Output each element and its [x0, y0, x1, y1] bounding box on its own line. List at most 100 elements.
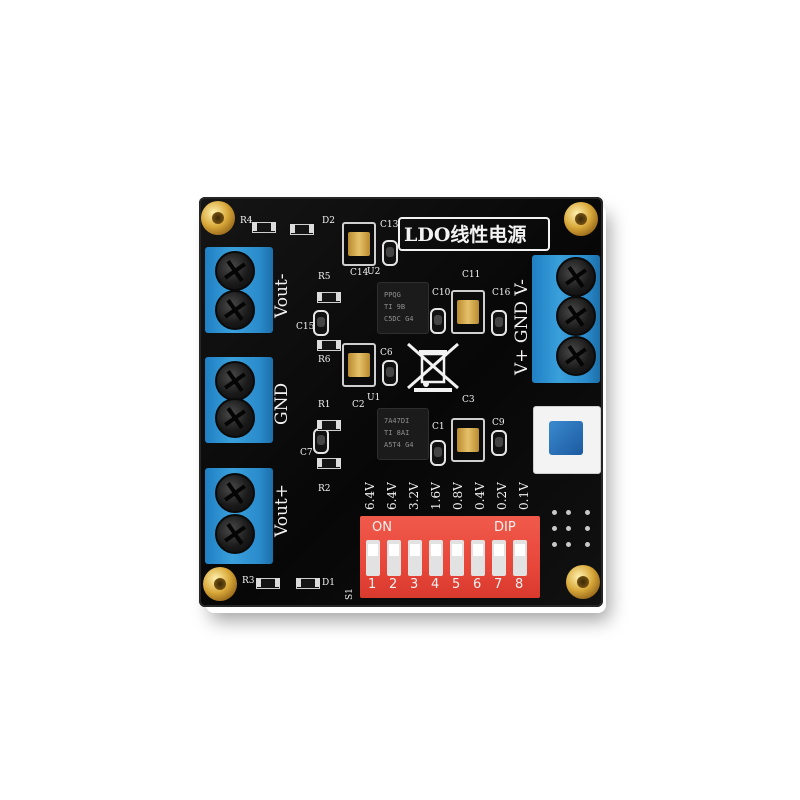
dip-toggle-5[interactable]: [450, 540, 464, 576]
ref-c10: C10: [432, 288, 451, 298]
screw-icon[interactable]: [215, 290, 255, 330]
dip-number-1: 1: [368, 577, 377, 592]
ic-mark: C5DC G4: [384, 315, 414, 323]
header-hole: [552, 542, 557, 547]
ref-c13: C13: [380, 220, 399, 230]
screw-icon[interactable]: [215, 473, 255, 513]
dip-switch-ref: S1: [345, 588, 355, 600]
header-hole: [552, 510, 557, 515]
capacitor-c3: [430, 440, 446, 466]
ref-c16: C16: [492, 288, 511, 298]
label-vout-minus: Vout-: [272, 273, 292, 318]
dip-toggle-6[interactable]: [471, 540, 485, 576]
resistor-r3: [256, 578, 280, 589]
dip-toggle-1[interactable]: [366, 540, 380, 576]
resistor-r2: [317, 458, 341, 469]
resistor-r6: [317, 340, 341, 351]
capacitor-c14: [342, 222, 376, 266]
dip-number-3: 3: [410, 577, 419, 592]
ref-c14: C14: [350, 268, 369, 278]
screw-icon[interactable]: [215, 251, 255, 291]
resistor-r4: [252, 222, 276, 233]
capacitor-c6-small: [382, 360, 398, 386]
push-button-cap[interactable]: [549, 421, 583, 455]
dip-number-2: 2: [389, 577, 398, 592]
ic-u1: 7A47DI TI 8AI A5T4 G4: [377, 408, 429, 460]
dip-brand-label: DIP: [494, 520, 516, 535]
dip-toggle-4[interactable]: [429, 540, 443, 576]
ref-c6: C6: [380, 348, 393, 358]
ref-u2: U2: [367, 267, 381, 277]
ref-r5: R5: [318, 272, 331, 282]
dip-number-7: 7: [494, 577, 503, 592]
capacitor-c6: [342, 343, 376, 387]
ref-c1: C1: [432, 422, 445, 432]
ref-c3: C3: [462, 395, 475, 405]
ref-c9: C9: [492, 418, 505, 428]
title-box: [398, 217, 550, 251]
dip-number-8: 8: [515, 577, 524, 592]
dip-voltage-5: 0.8V: [451, 482, 465, 510]
ref-r4: R4: [240, 216, 253, 226]
ref-r6: R6: [318, 355, 331, 365]
dip-voltage-6: 0.4V: [473, 482, 487, 510]
screw-icon[interactable]: [556, 257, 596, 297]
resistor-r5: [317, 292, 341, 303]
dip-number-4: 4: [431, 577, 440, 592]
dip-toggle-8[interactable]: [513, 540, 527, 576]
label-input-terminals: V+ GND V-: [512, 279, 532, 375]
screw-icon[interactable]: [215, 398, 255, 438]
ic-mark: TI 9B: [384, 303, 406, 311]
ic-mark: PPQG: [384, 291, 401, 299]
standoff-bottom-right: [566, 565, 600, 599]
weee-crossed-bin-icon: [407, 342, 459, 392]
dip-toggle-7[interactable]: [492, 540, 506, 576]
diode-d1: [296, 578, 320, 589]
ref-d1: D1: [322, 578, 335, 588]
standoff-bottom-left: [203, 567, 237, 601]
ref-d2: D2: [322, 216, 335, 226]
screw-icon[interactable]: [215, 361, 255, 401]
dip-voltage-3: 3.2V: [407, 482, 421, 510]
dip-voltage-4: 1.6V: [429, 482, 443, 510]
capacitor-c9: [491, 430, 507, 456]
capacitor-c15: [313, 310, 329, 336]
capacitor-c16: [491, 310, 507, 336]
ref-r3: R3: [242, 576, 255, 586]
dip-voltage-8: 0.1V: [517, 482, 531, 510]
screw-icon[interactable]: [556, 336, 596, 376]
dip-toggle-3[interactable]: [408, 540, 422, 576]
resistor-r1: [317, 420, 341, 431]
dip-on-label: ON: [372, 520, 392, 535]
diode-d2: [290, 224, 314, 235]
dip-voltage-7: 0.2V: [495, 482, 509, 510]
ref-c7: C7: [300, 448, 313, 458]
dip-voltage-1: 6.4V: [363, 482, 377, 510]
capacitor-c13: [382, 240, 398, 266]
ic-mark: A5T4 G4: [384, 441, 414, 449]
standoff-top-left: [201, 201, 235, 235]
ic-u2: PPQG TI 9B C5DC G4: [377, 282, 429, 334]
dip-toggle-2[interactable]: [387, 540, 401, 576]
screw-icon[interactable]: [215, 514, 255, 554]
header-hole: [585, 510, 590, 515]
header-hole: [566, 542, 571, 547]
dip-number-5: 5: [452, 577, 461, 592]
header-hole: [585, 526, 590, 531]
ref-c2: C2: [352, 400, 365, 410]
header-hole: [552, 526, 557, 531]
ref-r2: R2: [318, 484, 331, 494]
ic-mark: TI 8AI: [384, 429, 410, 437]
dip-voltage-2: 6.4V: [385, 482, 399, 510]
header-hole: [585, 542, 590, 547]
ref-c15: C15: [296, 322, 315, 332]
ref-c11: C11: [462, 270, 481, 280]
label-vout-plus: Vout+: [272, 484, 292, 537]
capacitor-c10: [430, 308, 446, 334]
ref-r1: R1: [318, 400, 331, 410]
screw-icon[interactable]: [556, 296, 596, 336]
header-hole: [566, 510, 571, 515]
ic-mark: 7A47DI: [384, 417, 410, 425]
ref-u1: U1: [367, 393, 381, 403]
